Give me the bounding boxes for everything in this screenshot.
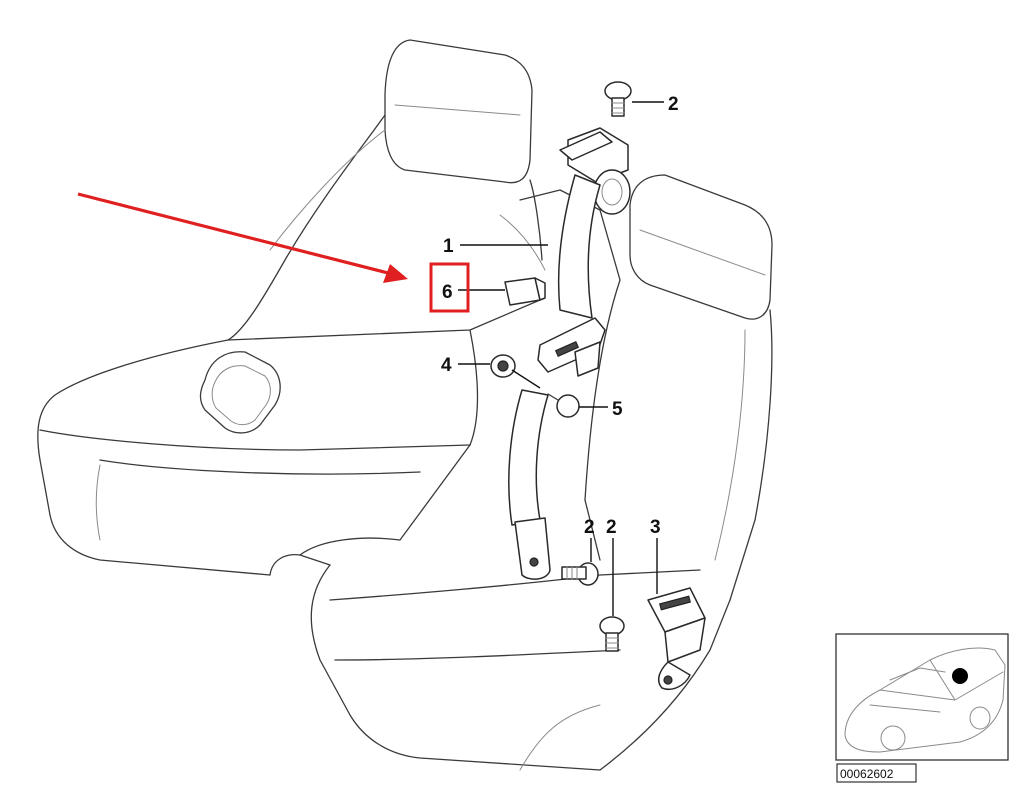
bolt-left-icon: [561, 562, 599, 586]
cap-5-icon: [547, 393, 580, 418]
bolt-right-icon: [599, 616, 625, 652]
callout-3: 3: [650, 517, 661, 538]
cover-6-icon: [504, 277, 546, 306]
car-locator-thumbnail: 00062602: [835, 633, 1009, 783]
callout-2-right: 2: [606, 517, 617, 538]
callout-2-top: 2: [668, 94, 679, 115]
highlight-box: [429, 262, 470, 313]
left-seat-outline: [37, 39, 543, 576]
callout-4: 4: [441, 355, 452, 376]
red-arrow-icon: [77, 192, 408, 283]
callout-1: 1: [443, 236, 454, 257]
diagram-code: 00062602: [840, 767, 894, 781]
leader-lines: [458, 101, 664, 616]
bolt-top-icon: [604, 81, 632, 117]
callout-6: 6: [442, 282, 453, 303]
seat-belt-assembly: [508, 127, 706, 690]
grommet-4-icon: [490, 354, 516, 378]
callout-2-left: 2: [584, 517, 595, 538]
callout-5: 5: [612, 399, 623, 420]
